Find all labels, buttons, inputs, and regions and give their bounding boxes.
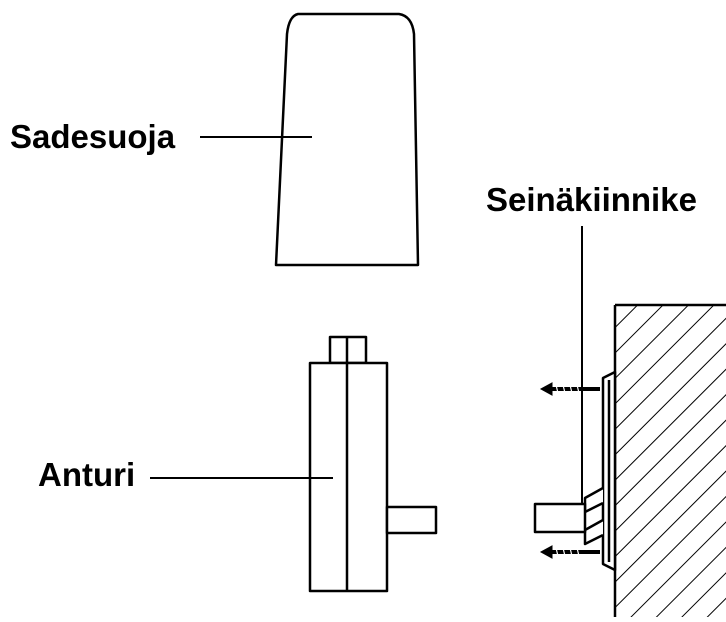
sensor-label: Anturi: [38, 456, 136, 493]
screw-lower-icon: [539, 545, 600, 559]
wall-bracket-shape: [533, 370, 617, 572]
rain-cover-shape: [274, 12, 420, 267]
screw-upper-icon: [539, 382, 600, 396]
sensor-shape: [308, 335, 438, 593]
wall-bracket-label: Seinäkiinnike: [486, 181, 697, 218]
rain-cover-label: Sadesuoja: [10, 118, 176, 155]
wall-shape: [613, 303, 726, 617]
